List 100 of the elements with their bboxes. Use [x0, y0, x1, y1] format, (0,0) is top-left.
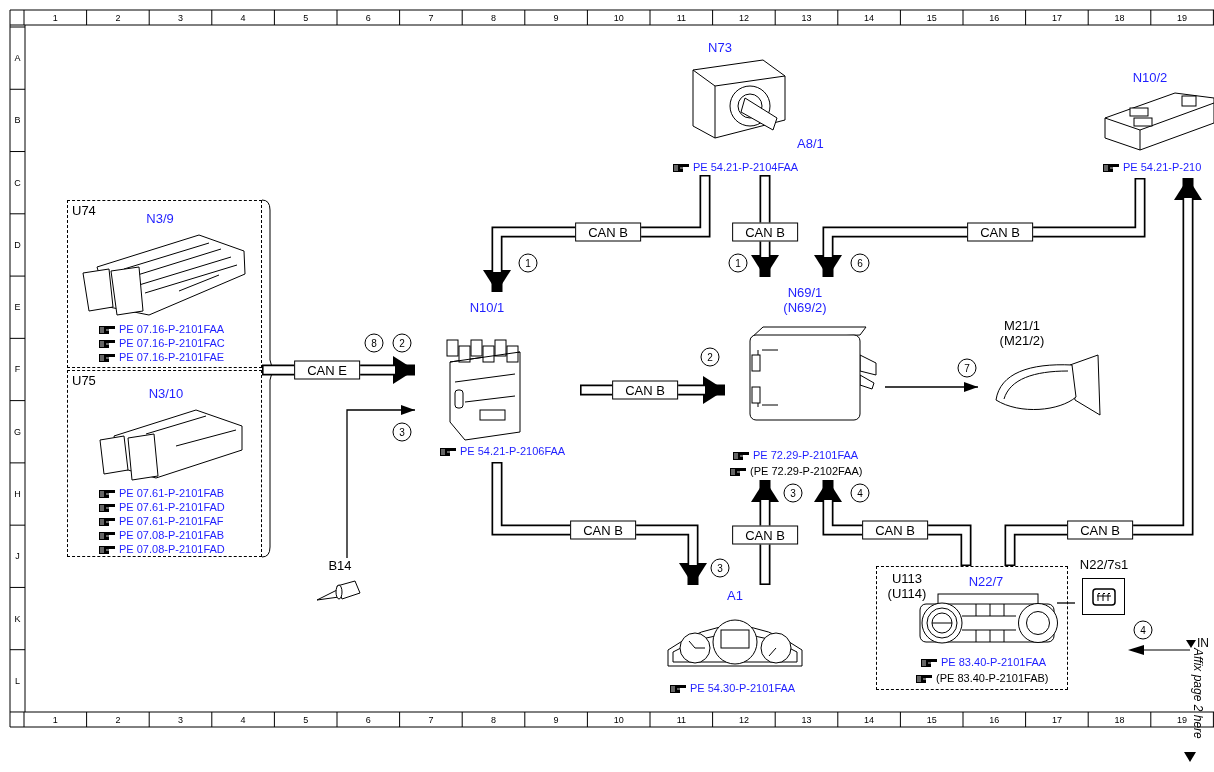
grid-number: 17: [1051, 714, 1062, 725]
grid-number: 12: [738, 714, 749, 725]
margin-note: Affix page 2 here: [1191, 648, 1205, 739]
grid-letter: K: [14, 613, 21, 624]
bus-label: CAN B: [612, 380, 678, 400]
callout-number: 4: [850, 483, 870, 503]
grid-number: 7: [428, 714, 434, 725]
grid-number: 8: [491, 714, 496, 725]
grid-number: 14: [864, 714, 875, 725]
grid-letter: J: [15, 551, 20, 562]
grid-number: 17: [1051, 12, 1062, 23]
grid-number: 11: [676, 714, 686, 725]
grid-number: 3: [178, 714, 183, 725]
leader-line: [1056, 602, 1076, 604]
component-label: A8/1: [797, 136, 824, 151]
callout-number: 3: [783, 483, 803, 503]
bus-label: CAN B: [1067, 520, 1133, 540]
bus-label: CAN B: [732, 525, 798, 545]
bus-label: CAN B: [862, 520, 928, 540]
bus-arrow: [751, 175, 779, 277]
grid-number: 18: [1114, 714, 1125, 725]
page-reference: PE 54.21-P-2106FAA: [460, 444, 566, 458]
page-reference: PE 07.16-P-2101FAE: [119, 350, 225, 364]
page-reference: PE 54.21-P-2104FAA: [693, 160, 799, 174]
dashed-group-frame: [67, 370, 262, 557]
grid-number: 1: [52, 714, 58, 725]
bus-arrow: [1004, 178, 1202, 566]
page-reference: PE 07.08-P-2101FAB: [119, 528, 225, 542]
grid-number: 16: [989, 12, 1000, 23]
page-reference: PE 54.30-P-2101FAA: [690, 681, 796, 695]
component-label: U113 (U114): [886, 571, 928, 601]
grid-number: 9: [553, 714, 559, 725]
component-label: N3/10: [148, 386, 184, 401]
grid-number: 15: [926, 714, 937, 725]
component-label: N22/7s1: [1079, 557, 1129, 572]
bus-label: CAN B: [575, 222, 641, 242]
grid-letter: C: [14, 177, 21, 188]
grid-number: 6: [365, 12, 371, 23]
page-reference: PE 07.61-P-2101FAB: [119, 486, 225, 500]
grid-number: 10: [613, 714, 624, 725]
grid-number: 1: [52, 12, 58, 23]
grid-number: 2: [115, 12, 121, 23]
grid-number: 13: [801, 714, 812, 725]
component-label: A1: [727, 588, 743, 603]
dashed-group-frame: [876, 566, 1068, 690]
callout-number: 7: [957, 358, 977, 378]
callout-number: 1: [518, 253, 538, 273]
grid-letter: G: [14, 426, 21, 437]
page-reference: PE 07.16-P-2101FAC: [119, 336, 225, 350]
grid-letter: F: [14, 364, 21, 375]
component-label: N73: [708, 40, 732, 55]
component-label: N22/7: [968, 574, 1004, 589]
arrow: [346, 405, 416, 559]
callout-number: 6: [850, 253, 870, 273]
component-label: N10/1: [469, 300, 505, 315]
component-label: U74: [72, 203, 96, 218]
bus-label: CAN B: [732, 222, 798, 242]
grid-number: 13: [801, 12, 812, 23]
bus-label: CAN E: [294, 360, 360, 380]
component-label: M21/1 (M21/2): [998, 318, 1046, 348]
grid-number: 15: [926, 12, 937, 23]
arrow: [884, 382, 979, 392]
page-reference: (PE 72.29-P-2102FAA): [750, 464, 863, 478]
grid-number: 7: [428, 12, 434, 23]
callout-number: 2: [392, 333, 412, 353]
grid-letter: A: [14, 53, 21, 64]
grid-number: 14: [864, 12, 875, 23]
bus-label: CAN B: [967, 222, 1033, 242]
component-label: N10/2: [1132, 70, 1168, 85]
grid-number: 12: [738, 12, 749, 23]
grid-number: 10: [613, 12, 624, 23]
callout-number: 2: [700, 347, 720, 367]
grid-number: 16: [989, 714, 1000, 725]
grid-number: 5: [303, 12, 309, 23]
component-label: N69/1 (N69/2): [782, 285, 828, 315]
grid-number: 3: [178, 12, 183, 23]
callout-number: 1: [728, 253, 748, 273]
grid-number: 9: [553, 12, 559, 23]
page-reference: PE 72.29-P-2101FAA: [753, 448, 859, 462]
grid-letter: D: [14, 239, 21, 250]
grid-letter: B: [14, 115, 21, 126]
grid-number: 11: [676, 12, 686, 23]
grid-number: 19: [1177, 714, 1188, 725]
callout-number: 4: [1133, 620, 1153, 640]
page-reference: PE 83.40-P-2101FAA: [941, 655, 1047, 669]
grid-number: 2: [115, 714, 121, 725]
page-reference: PE 07.16-P-2101FAA: [119, 322, 225, 336]
dashed-group-frame: [67, 200, 262, 368]
page-reference: (PE 83.40-P-2101FAB): [936, 671, 1049, 685]
component-label: B14: [328, 558, 352, 573]
page-reference: PE 07.61-P-2101FAF: [119, 514, 224, 528]
grid-letter: E: [14, 302, 21, 313]
component-label: U75: [72, 373, 96, 388]
grid-number: 4: [240, 12, 246, 23]
page-reference: PE 07.61-P-2101FAD: [119, 500, 225, 514]
grid-number: 19: [1177, 12, 1188, 23]
grid-number: 8: [491, 12, 496, 23]
grid-number: 4: [240, 714, 246, 725]
grid-letter: L: [15, 675, 20, 686]
callout-number: 3: [392, 422, 412, 442]
